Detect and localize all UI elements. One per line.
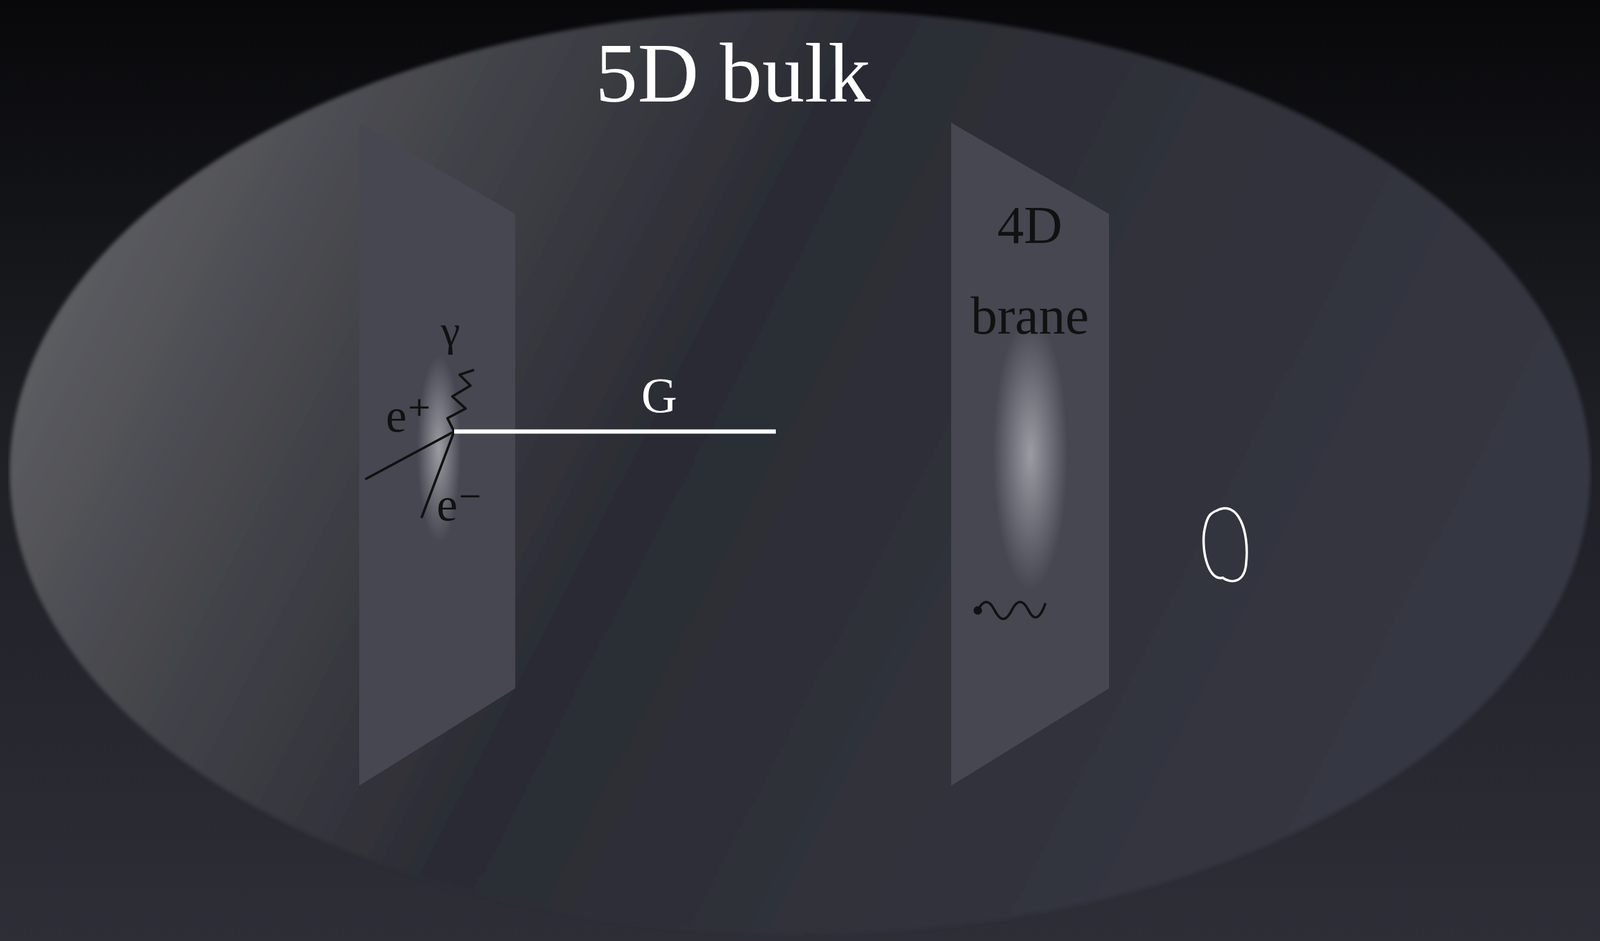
wave-symbol xyxy=(977,602,1046,620)
brane-label: 4D brane xyxy=(957,180,1103,361)
brane-panel: 4D brane xyxy=(951,122,1109,787)
photon-line xyxy=(447,370,475,432)
brane-edge-glow xyxy=(359,124,365,784)
brane-panel xyxy=(951,122,1109,787)
brane-edge-glow xyxy=(951,124,957,785)
brane-panel xyxy=(359,122,516,787)
particle-label: e⁻ xyxy=(436,477,483,533)
bulk-region-outline xyxy=(7,7,1593,937)
closed-string xyxy=(1203,508,1247,582)
particle-label: γ xyxy=(440,306,461,357)
brane-glow xyxy=(992,318,1068,591)
graviton-line xyxy=(454,429,776,435)
particle-label: e⁺ xyxy=(385,388,432,444)
bulk-region: 5D bulk 4D brane xyxy=(7,7,1593,937)
region-title: 5D bulk xyxy=(595,24,871,122)
particle-label: G xyxy=(640,367,677,425)
bulk-ellipse xyxy=(9,9,1591,935)
